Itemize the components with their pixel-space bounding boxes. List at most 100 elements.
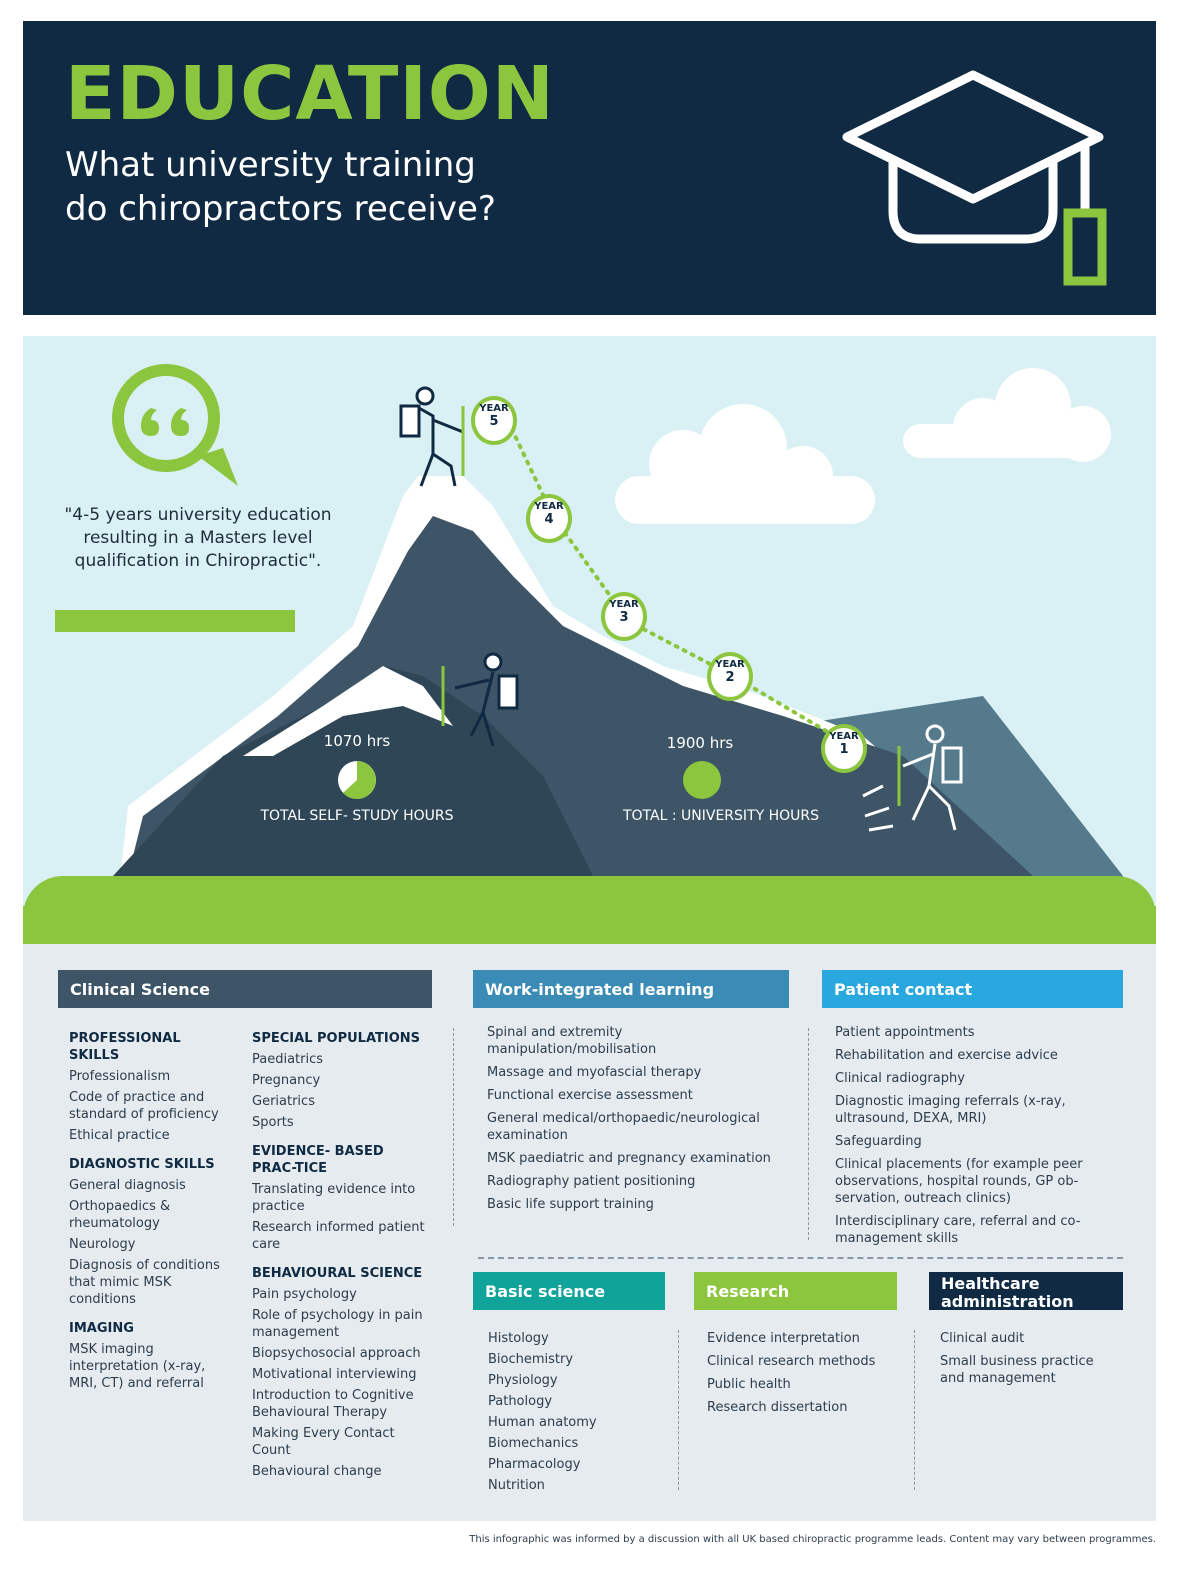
list-item: Small business practice and management [940, 1354, 1094, 1386]
healthcare-admin-title-1: Healthcare [941, 1274, 1040, 1293]
self-study-pie [338, 761, 376, 799]
footer-note: This infographic was informed by a discu… [469, 1534, 1156, 1545]
cloud-right [903, 368, 1111, 462]
page-title: EDUCATION [65, 51, 555, 137]
list-item: Public health [707, 1377, 791, 1392]
mountain-scene: "4-5 years university education resultin… [23, 336, 1156, 944]
header-banner: EDUCATION What university training do ch… [23, 21, 1156, 315]
list-item: Professionalism [69, 1069, 171, 1084]
list-item: Clinical research methods [707, 1354, 876, 1369]
list-item: Massage and myofascial therapy [487, 1065, 702, 1080]
university-label: TOTAL : UNIVERSITY HOURS [622, 808, 819, 824]
subheading: IMAGING [69, 1321, 134, 1336]
list-item: Research informed patient care [252, 1220, 425, 1252]
list-item: Histology [488, 1331, 549, 1346]
list-item: General diagnosis [69, 1178, 186, 1193]
list-item: Paediatrics [252, 1052, 324, 1067]
divider-2 [808, 1028, 809, 1240]
list-item: General medical/orthopaedic/neurological… [487, 1111, 760, 1143]
list-item: Clinical audit [940, 1331, 1025, 1346]
subheading: SPECIAL POPULATIONS [252, 1031, 421, 1046]
patient-contact-header: Patient contact [822, 970, 1123, 1008]
divider-3 [678, 1330, 679, 1490]
divider-4 [914, 1330, 915, 1490]
subheading: DIAGNOSTIC SKILLS [69, 1157, 215, 1172]
list-item: Physiology [488, 1373, 558, 1388]
graduation-cap-icon [842, 70, 1107, 286]
divider-1 [453, 1028, 454, 1226]
list-item: Interdisciplinary care, referral and co-… [835, 1214, 1081, 1246]
university-pie [683, 761, 721, 799]
climber-top-icon [399, 386, 465, 487]
basic-science-header: Basic science [473, 1272, 665, 1310]
list-item: Orthopaedics & rheumatology [69, 1199, 171, 1231]
curriculum-panel: Clinical Science PROFESSIONAL SKILLS Prof… [23, 944, 1156, 1521]
list-item: Making Every Contact Count [252, 1426, 395, 1458]
work-integrated-header: Work-integrated learning [473, 970, 789, 1008]
list-item: MSK paediatric and pregnancy examination [487, 1151, 771, 1166]
subheading: PROFESSIONAL SKILLS [69, 1031, 181, 1063]
list-item: Geriatrics [252, 1094, 315, 1109]
list-item: Motivational interviewing [252, 1367, 417, 1382]
subtitle-line-1: What university training [65, 145, 476, 185]
subtitle-line-2: do chiropractors receive? [65, 189, 496, 229]
list-item: Human anatomy [488, 1415, 597, 1430]
list-item: Pregnancy [252, 1073, 321, 1088]
list-item: Diagnosis of conditions that mimic MSK c… [69, 1258, 220, 1307]
list-item: Pharmacology [488, 1457, 581, 1472]
list-item: Research dissertation [707, 1400, 848, 1415]
cloud-left [615, 404, 875, 524]
list-item: Pain psychology [252, 1287, 357, 1302]
subheading: BEHAVIOURAL SCIENCE [252, 1266, 423, 1281]
list-item: Radiography patient positioning [487, 1174, 696, 1189]
climber-bottom-icon [862, 724, 963, 832]
list-item: Safeguarding [835, 1134, 922, 1149]
list-item: Pathology [488, 1394, 553, 1409]
climber-middle-icon [441, 652, 519, 747]
clinical-science-header: Clinical Science [58, 970, 432, 1008]
subheading: EVIDENCE- BASED PRAC-TICE [252, 1144, 384, 1176]
list-item: Sports [252, 1115, 294, 1130]
list-item: Nutrition [488, 1478, 545, 1493]
list-item: Biopsychosocial approach [252, 1346, 421, 1361]
list-item: Neurology [69, 1237, 136, 1252]
list-item: Evidence interpretation [707, 1331, 860, 1346]
list-item: Ethical practice [69, 1128, 170, 1143]
list-item: Translating evidence into practice [252, 1182, 416, 1214]
mountain-illustration [23, 364, 1156, 944]
list-item: Spinal and extremity manipulation/mobili… [487, 1025, 657, 1057]
university-hours: 1900 hrs [666, 734, 734, 752]
healthcare-admin-title-2: administration [941, 1292, 1074, 1311]
list-item: Role of psychology in pain management [252, 1308, 423, 1340]
list-item: Functional exercise assessment [487, 1088, 693, 1103]
list-item: Code of practice and standard of profici… [69, 1090, 219, 1122]
list-item: Patient appointments [835, 1025, 975, 1040]
list-item: Diagnostic imaging referrals (x-ray, ult… [835, 1094, 1066, 1126]
page-subtitle: What university training do chiropractor… [65, 143, 625, 231]
self-study-label: TOTAL SELF- STUDY HOURS [260, 808, 454, 824]
quote-text: "4-5 years university education resultin… [64, 505, 332, 571]
list-item: Biochemistry [488, 1352, 574, 1367]
list-item: Clinical radiography [835, 1071, 965, 1086]
work-integrated-list: Spinal and extremity manipulation/mobili… [487, 1024, 787, 1219]
list-item: Introduction to Cognitive Behavioural Th… [252, 1388, 414, 1420]
quote-accent-bar [55, 610, 295, 632]
self-study-hours: 1070 hrs [323, 732, 391, 750]
list-item: Clinical placements (for example peer ob… [835, 1157, 1083, 1206]
list-item: Behavioural change [252, 1464, 382, 1479]
list-item: MSK imaging interpretation (x-ray, MRI, … [69, 1342, 206, 1391]
healthcare-admin-header: Healthcare administration [929, 1272, 1123, 1311]
quote-bubble-icon [112, 364, 238, 486]
list-item: Basic life support training [487, 1197, 654, 1212]
divider-horizontal [478, 1257, 1123, 1259]
